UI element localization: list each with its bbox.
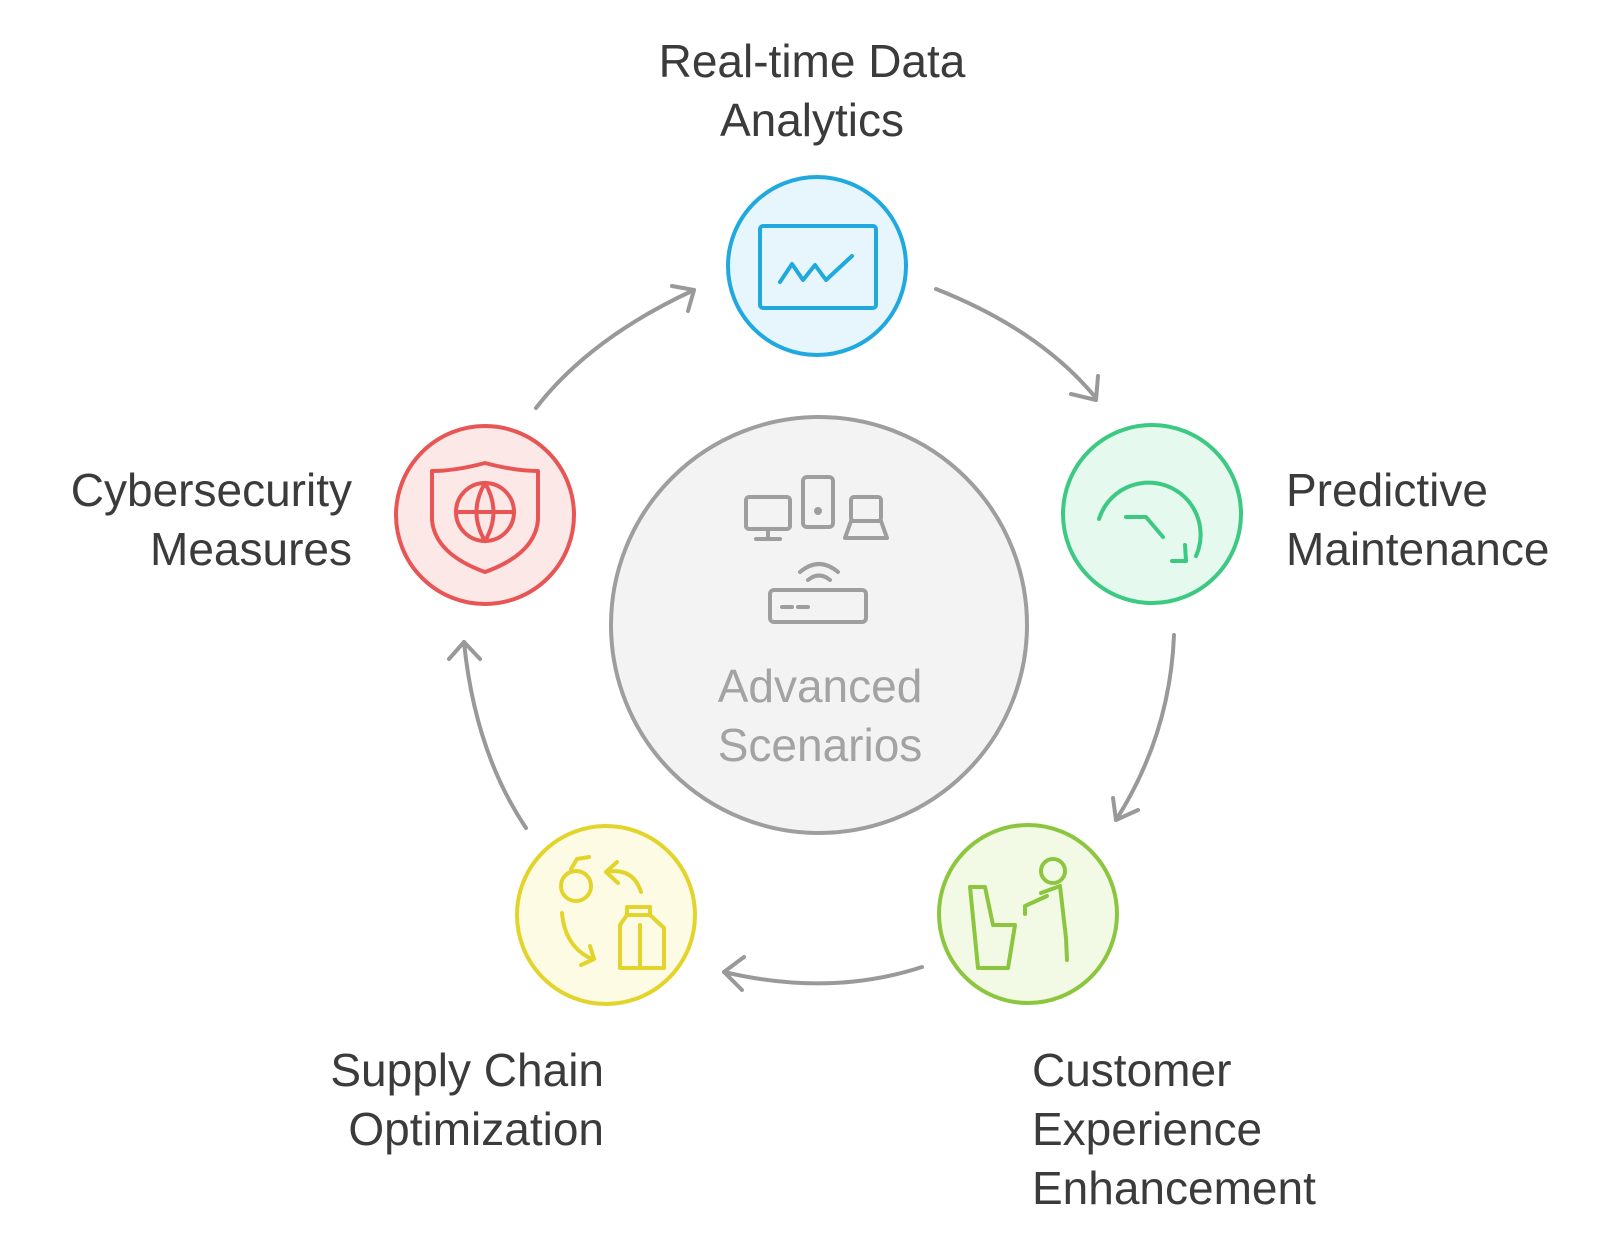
customer-label-line-1: Customer — [1032, 1044, 1232, 1096]
supply-label-line-2: Optimization — [348, 1103, 604, 1155]
hub-title-line-1: Advanced — [717, 660, 923, 712]
analytics-label: Real-time Data Analytics — [612, 32, 1012, 150]
maintenance-label: Predictive Maintenance — [1286, 461, 1596, 579]
maintenance-label-line-1: Predictive — [1286, 464, 1488, 516]
arrow-analytics-to-maintenance — [934, 287, 1100, 402]
gauge-icon — [1097, 480, 1203, 563]
chart-monitor-icon — [758, 224, 878, 310]
security-label: Cybersecurity Measures — [20, 461, 352, 579]
arrow-maintenance-to-customer — [1111, 633, 1176, 822]
customer-label-line-3: Enhancement — [1032, 1162, 1316, 1214]
hub-title-line-2: Scenarios — [717, 719, 923, 771]
customer-circle — [937, 823, 1119, 1005]
supply-label-line-1: Supply Chain — [330, 1044, 604, 1096]
maintenance-circle — [1061, 423, 1243, 605]
analytics-label-line-1: Real-time Data — [658, 35, 966, 87]
security-label-line-2: Measures — [150, 523, 352, 575]
maintenance-label-line-2: Maintenance — [1286, 523, 1550, 575]
arrow-security-to-analytics — [534, 284, 696, 410]
arrow-customer-to-supply — [722, 955, 924, 992]
hub-circle — [609, 415, 1029, 835]
supply-label: Supply Chain Optimization — [270, 1041, 604, 1159]
security-circle — [394, 424, 576, 606]
customer-label: Customer Experience Enhancement — [1032, 1041, 1362, 1218]
supply-cycle-icon — [559, 855, 666, 970]
analytics-label-line-2: Analytics — [719, 94, 905, 146]
customer-label-line-2: Experience — [1032, 1103, 1263, 1155]
arrow-supply-to-security — [447, 640, 528, 830]
hub-title: Advanced Scenarios — [680, 657, 960, 775]
shield-globe-icon — [430, 461, 540, 574]
network-devices-icon — [744, 475, 889, 624]
security-label-line-1: Cybersecurity — [70, 464, 352, 516]
person-kiosk-icon — [968, 857, 1069, 970]
supply-circle — [515, 824, 697, 1006]
